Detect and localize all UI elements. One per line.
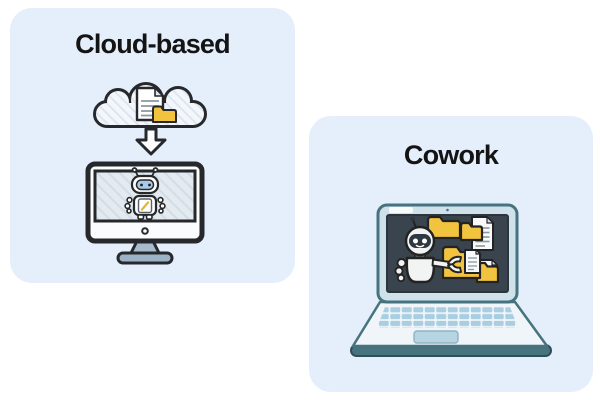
folder-icon-2 xyxy=(459,221,484,242)
folder-icon-1 xyxy=(426,215,462,240)
robot-document-icon xyxy=(137,198,153,214)
card-cloud-based: Cloud-based xyxy=(10,8,295,283)
laptop-cowork-illustration xyxy=(350,203,552,357)
document-icon-2 xyxy=(464,248,482,274)
desktop-monitor xyxy=(85,161,205,265)
card-title-cloud-based: Cloud-based xyxy=(75,29,231,59)
down-arrow-icon xyxy=(135,127,167,156)
laptop-screen-reflection xyxy=(389,207,413,213)
laptop-keyboard xyxy=(377,307,518,328)
cowork-robot-icon xyxy=(394,216,436,284)
card-title-cowork: Cowork xyxy=(403,140,499,170)
robot-face-panel xyxy=(409,234,431,248)
cloud-to-desktop-illustration xyxy=(85,82,207,265)
laptop-screen-content xyxy=(394,215,500,284)
laptop xyxy=(350,203,552,357)
robot-gripper-arm xyxy=(431,255,462,274)
monitor-robot-icon xyxy=(124,167,166,220)
card-cowork: Cowork xyxy=(309,116,593,392)
monitor-button xyxy=(141,227,149,235)
cloud-folder-icon xyxy=(152,105,177,123)
robot-visor xyxy=(135,179,155,191)
pencil-icon xyxy=(140,201,150,211)
laptop-camera-dot xyxy=(446,208,449,212)
laptop-trackpad xyxy=(413,330,459,344)
cloud-icon xyxy=(93,82,207,128)
monitor-stand-base xyxy=(116,251,174,265)
